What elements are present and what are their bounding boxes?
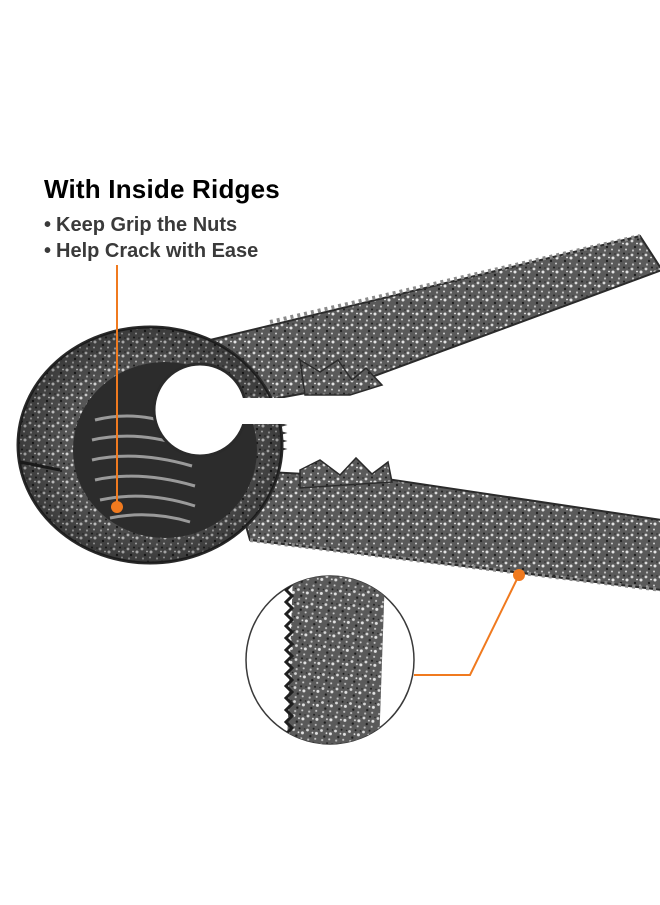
- upper-handle: [208, 234, 660, 407]
- bullet-item: •Keep Grip the Nuts: [44, 212, 258, 238]
- inner-ridges: [91, 414, 196, 524]
- callout-dot-zoom: [513, 569, 525, 581]
- lower-handle: [228, 468, 660, 592]
- callout-bullets: •Keep Grip the Nuts •Help Crack with Eas…: [44, 212, 258, 264]
- jaw-head: [16, 325, 290, 565]
- callout-heading: With Inside Ridges: [44, 174, 280, 204]
- inner-teeth: [299, 358, 393, 489]
- bullet-dot-icon: •: [44, 240, 52, 262]
- callout-dot-ridges: [111, 501, 123, 513]
- bullet-dot-icon: •: [44, 214, 52, 236]
- bullet-item: •Help Crack with Ease: [44, 238, 258, 264]
- bullet-text: Help Crack with Ease: [56, 240, 259, 262]
- zoom-detail: [245, 575, 415, 745]
- callout-leader-zoom: [414, 574, 520, 676]
- bullet-text: Keep Grip the Nuts: [56, 214, 238, 236]
